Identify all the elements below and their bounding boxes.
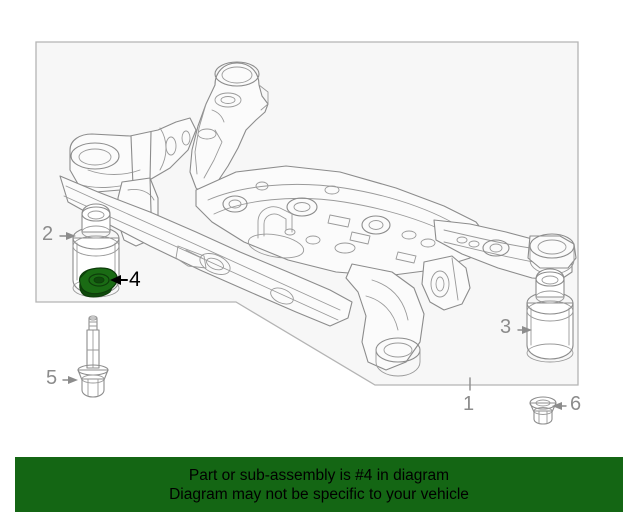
- callout-label-4[interactable]: 4: [129, 268, 141, 291]
- callout-label-2[interactable]: 2: [42, 223, 54, 245]
- leader-5: [62, 376, 78, 384]
- leader-4: [110, 275, 128, 285]
- callout-label-3[interactable]: 3: [500, 316, 512, 338]
- callout-leaders: [59, 232, 567, 410]
- callout-label-1[interactable]: 1: [463, 393, 475, 415]
- callout-label-5[interactable]: 5: [46, 367, 58, 389]
- subframe-assembly: [59, 61, 577, 377]
- part-5-bolt: [77, 315, 109, 398]
- leader-2: [59, 232, 76, 240]
- subframe-right-rail: [433, 219, 577, 281]
- subframe-left-bracket: [69, 117, 197, 193]
- part-6-nut: [529, 396, 557, 425]
- subframe-left-fin: [175, 245, 207, 269]
- leader-6: [552, 402, 567, 410]
- callout-label-6[interactable]: 6: [570, 393, 582, 415]
- subframe-lower-leg: [345, 263, 425, 377]
- subframe-right-bracket: [421, 255, 471, 311]
- banner-line-secondary: Diagram may not be specific to your vehi…: [169, 485, 469, 503]
- banner-line-primary: Part or sub-assembly is #4 in diagram: [188, 466, 450, 484]
- part-4-highlighted-washer: [78, 267, 118, 298]
- bushing-3-part: [526, 268, 574, 363]
- info-banner: Part or sub-assembly is #4 in diagram Di…: [15, 457, 623, 512]
- leader-3: [517, 326, 532, 334]
